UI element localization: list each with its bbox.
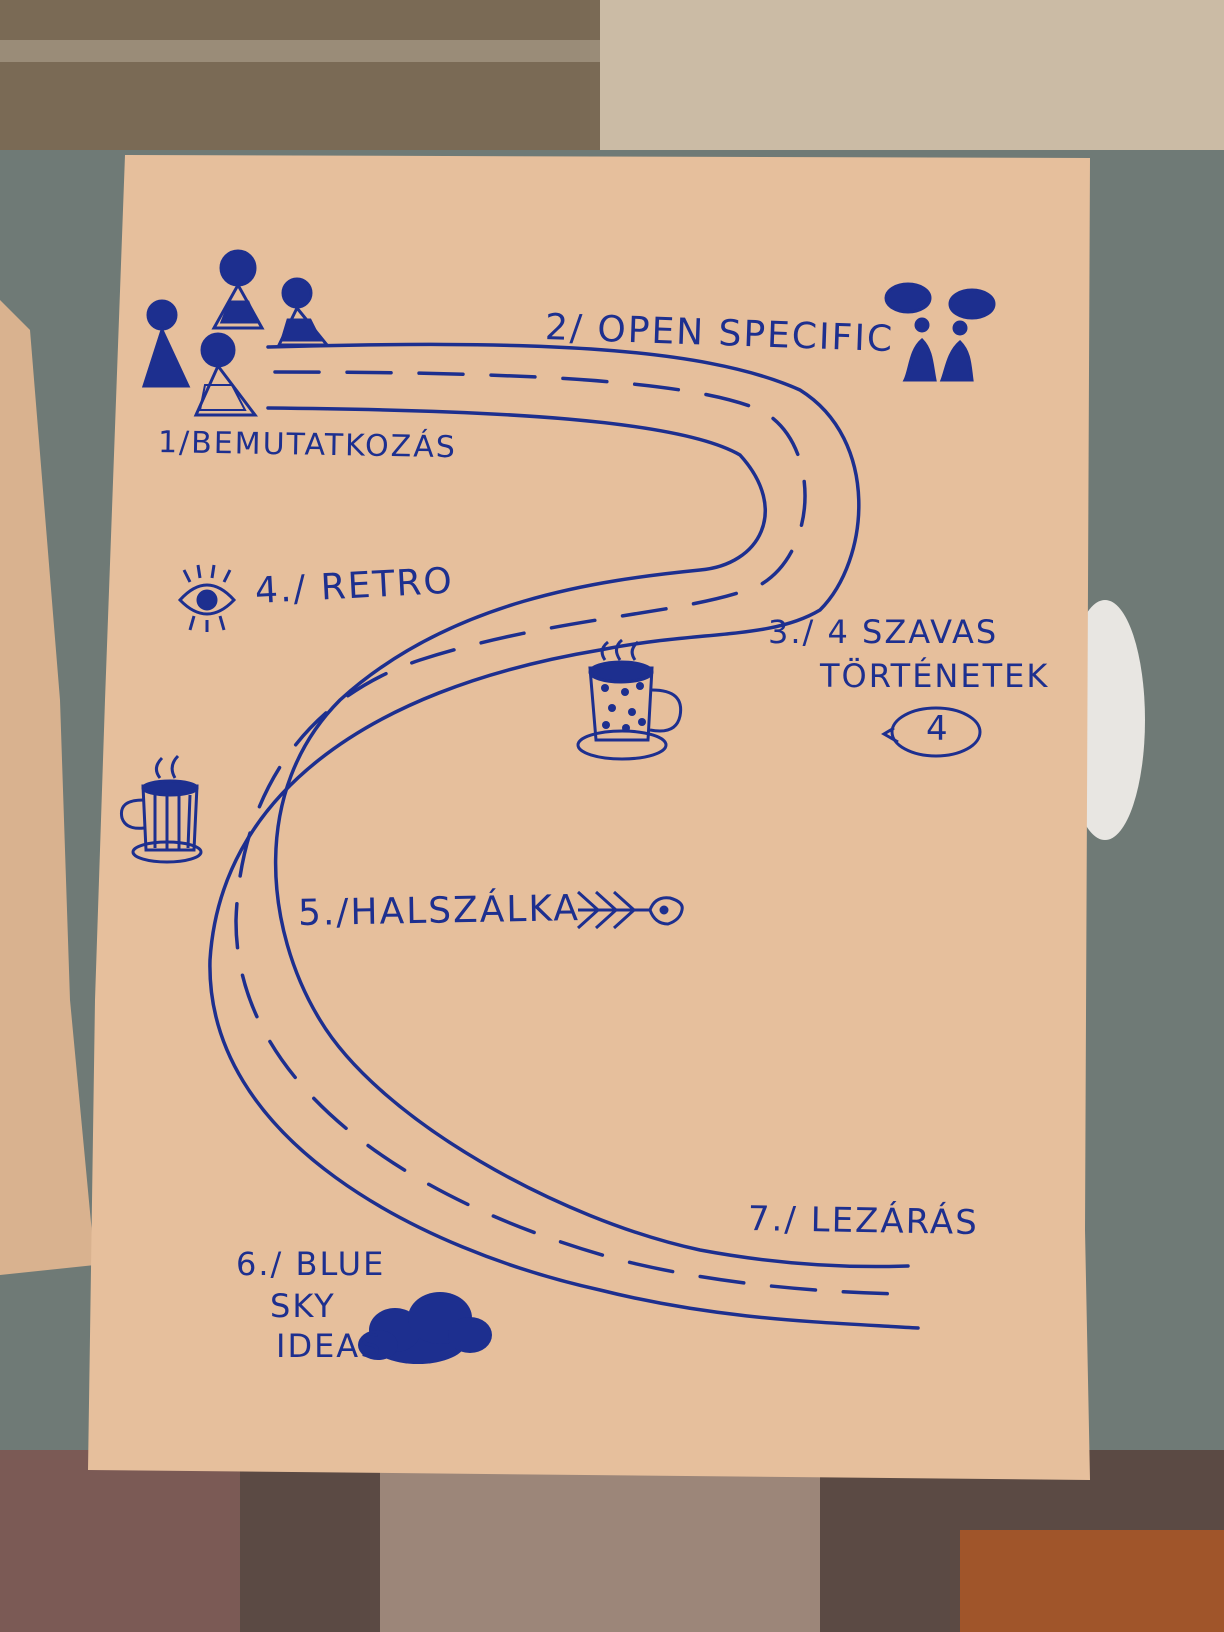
plaid-cloth-center bbox=[380, 1460, 820, 1632]
road-centerline bbox=[234, 370, 902, 1296]
step-label-bemutatkozas: 1/BEMUTATKOZÁS bbox=[157, 425, 458, 466]
step-label-ideas: IDEAS bbox=[276, 1327, 383, 1365]
coffee-mug-icon bbox=[119, 754, 203, 864]
step-label-szavas: 3./ 4 SZAVAS bbox=[768, 613, 999, 651]
road-edge-outer bbox=[208, 342, 920, 1330]
speech-bubble-number: 4 bbox=[926, 709, 948, 749]
side-paper-sheet bbox=[0, 300, 95, 1275]
wooden-floor bbox=[960, 1530, 1224, 1632]
cardboard-wall bbox=[600, 0, 1224, 150]
road-edge-inner bbox=[266, 406, 910, 1269]
speech-bubble-icon bbox=[881, 706, 982, 758]
step-label-sky: SKY bbox=[270, 1287, 336, 1325]
carpet bbox=[0, 0, 600, 165]
step-label-blue: 6./ BLUE bbox=[236, 1245, 386, 1283]
plaid-cloth bbox=[0, 1450, 240, 1632]
step-label-tortenetek: TÖRTÉNETEK bbox=[820, 657, 1050, 695]
road bbox=[208, 342, 920, 1330]
eye-icon bbox=[177, 564, 237, 632]
step-label-halszalka: 5./HALSZÁLKA bbox=[297, 888, 581, 934]
coffee-cup-icon bbox=[576, 638, 683, 761]
fishbone-icon bbox=[576, 890, 684, 930]
step-label-retro: 4./ RETRO bbox=[253, 560, 455, 612]
cloud-icon bbox=[358, 1292, 492, 1364]
carpet-stripe bbox=[0, 40, 600, 62]
people-group-icon bbox=[141, 249, 331, 417]
step-label-lezaras: 7./ LEZÁRÁS bbox=[747, 1199, 980, 1244]
speech-bubbles-icon bbox=[884, 282, 996, 382]
paper-sheet bbox=[88, 155, 1090, 1480]
